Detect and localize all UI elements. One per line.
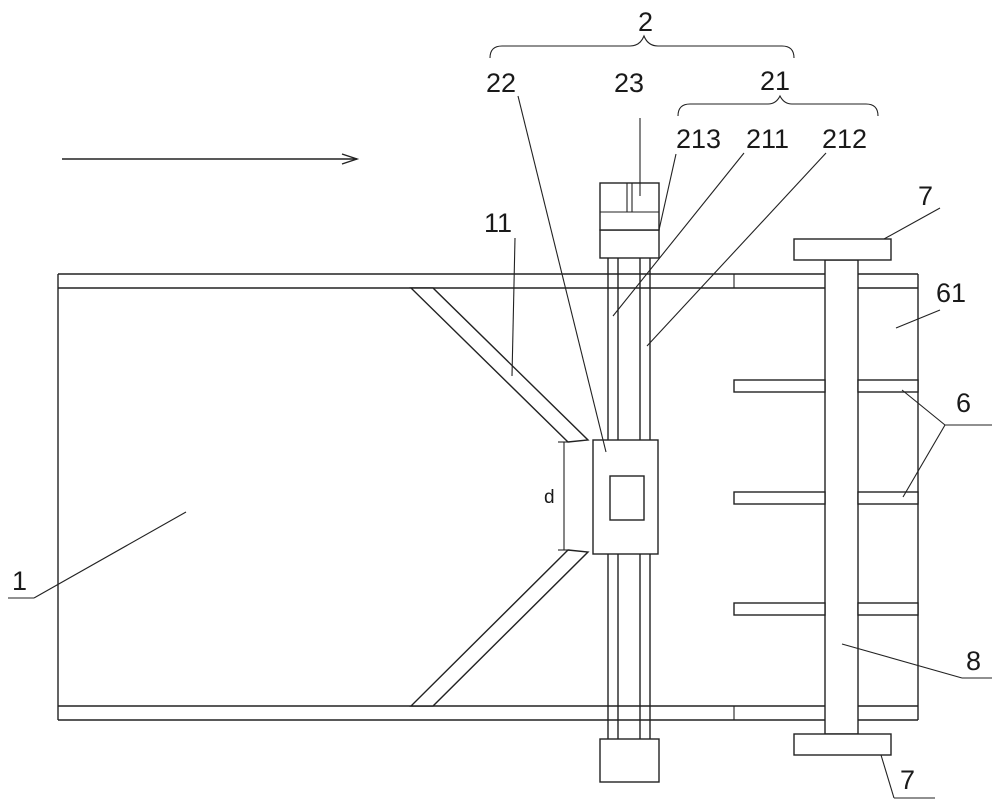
brace-21	[677, 94, 879, 117]
label-11: 11	[484, 208, 512, 238]
label-2: 2	[638, 7, 653, 37]
label-23: 23	[614, 68, 644, 98]
rail-top-block	[599, 229, 660, 259]
label-1: 1	[12, 566, 27, 596]
label-d: d	[544, 487, 555, 508]
guide-plate-upper	[409, 287, 590, 443]
label-7-bottom: 7	[900, 765, 915, 795]
divider-plates	[733, 379, 919, 616]
rail-bottom-block	[599, 738, 660, 783]
label-7-top: 7	[918, 181, 933, 211]
label-22: 22	[486, 68, 516, 98]
slider-block	[592, 439, 659, 555]
leader-lines	[8, 95, 992, 799]
gap-dimension	[558, 441, 570, 551]
drive-unit	[599, 182, 660, 231]
label-61: 61	[936, 278, 966, 308]
channel-body	[57, 273, 919, 721]
label-8: 8	[966, 646, 981, 676]
end-plate-bottom	[793, 733, 892, 756]
brace-2	[489, 34, 795, 59]
flow-direction-arrow	[62, 153, 360, 165]
label-212: 212	[822, 124, 867, 154]
guide-plate-lower	[409, 549, 590, 707]
cross-beam	[824, 259, 859, 735]
label-213: 213	[676, 124, 721, 154]
label-211: 211	[746, 124, 789, 154]
label-21: 21	[760, 66, 790, 96]
end-plate-top	[793, 238, 892, 261]
label-6: 6	[956, 388, 971, 418]
rail-assembly	[599, 229, 660, 783]
